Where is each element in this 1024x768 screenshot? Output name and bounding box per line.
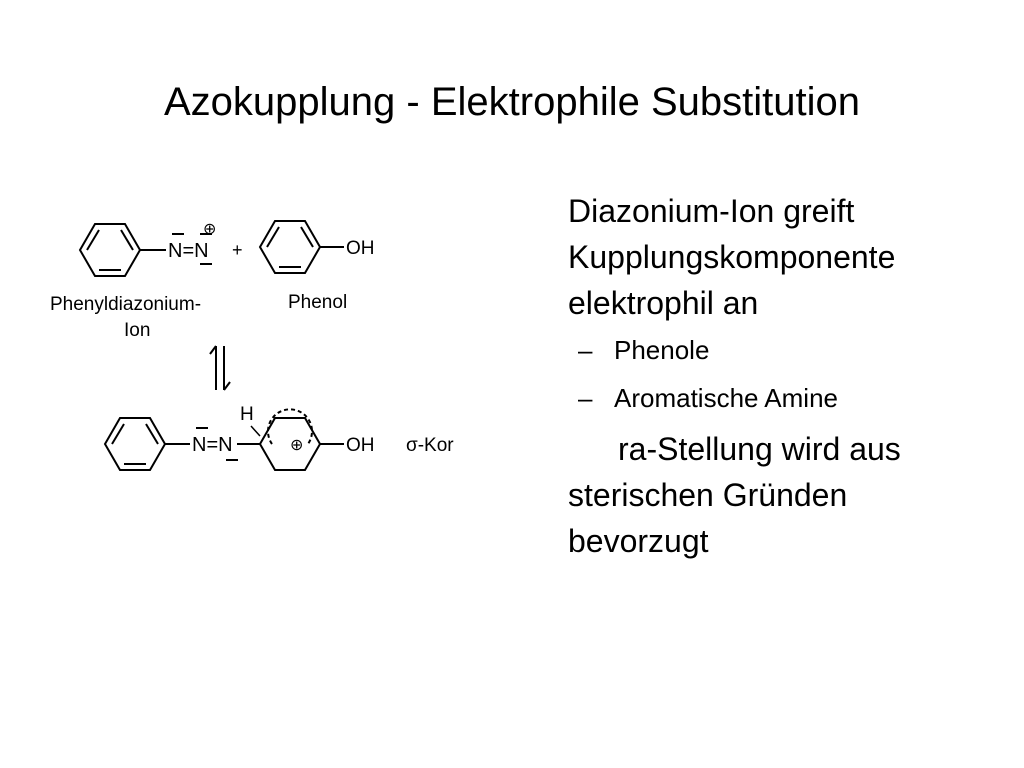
benzene-ring-top: [78, 223, 142, 277]
positive-charge-bottom: ⊕: [290, 437, 303, 454]
positive-charge-top: ⊕: [203, 221, 216, 238]
slide-title: Azokupplung - Elektrophile Substitution: [164, 80, 860, 124]
nn-group-top: N=N: [168, 240, 209, 262]
bullet-label: Phenole: [614, 335, 710, 365]
label-ion: Ion: [124, 320, 150, 341]
label-phenyldiazonium: Phenyldiazonium-: [50, 294, 201, 315]
oh-group-top: OH: [346, 238, 375, 259]
reaction-diagram: N=N ⊕ + OH Phenyldiazonium- Ion Phenol N…: [50, 220, 454, 471]
main-point: Diazonium-Ion greift Kupplungskomponente…: [568, 193, 896, 321]
nn-group-bottom: N=N: [192, 434, 233, 456]
plus-sign: +: [232, 240, 243, 260]
para-stellung-line3: bevorzugt: [568, 523, 709, 559]
phenol-ring: [258, 220, 322, 274]
sub-bullet-phenole: –Phenole: [568, 326, 1008, 374]
para-stellung-line1: ra-Stellung wird aus: [618, 431, 901, 467]
label-phenol: Phenol: [288, 292, 347, 313]
bullet-label: Aromatische Amine: [614, 383, 838, 413]
oh-group-bottom: OH: [346, 435, 375, 456]
sub-bullet-amine: –Aromatische Amine: [568, 374, 1008, 422]
slide-body: Diazonium-Ion greift Kupplungskomponente…: [568, 188, 1008, 564]
h-atom: H: [240, 404, 254, 425]
bullet-dash: –: [578, 383, 593, 413]
equilibrium-arrow: [209, 345, 231, 391]
bullet-dash: –: [578, 335, 593, 365]
para-stellung-line2: sterischen Gründen: [568, 477, 848, 513]
sigma-complex-label: σ-Kor: [406, 435, 454, 456]
benzene-ring-bottom: [103, 417, 167, 471]
